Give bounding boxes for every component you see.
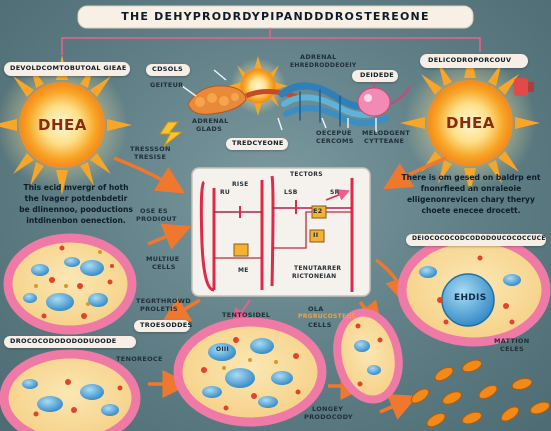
label-ola-1: OLA bbox=[308, 305, 324, 313]
label-deicede: DEIDEDE bbox=[360, 71, 395, 79]
pills bbox=[410, 359, 551, 428]
graph-label-tenutarrer-1: TENUTARRER bbox=[294, 265, 342, 272]
label-adrenal-glands-2: GLADS bbox=[196, 125, 223, 133]
diagram-title: THE DEHYPRODRDYPIPANDDDROSTEREONE bbox=[121, 10, 430, 23]
label-top-right: DELICODROPORCOUV bbox=[428, 56, 512, 64]
label-pill-top-left bbox=[4, 62, 130, 76]
graph-label-rise: RISE bbox=[232, 181, 249, 188]
label-pill-right-mid bbox=[406, 234, 546, 246]
cell-right-middle bbox=[333, 308, 403, 404]
graph-mark-a: E2 bbox=[313, 207, 323, 215]
label-oecepue-2: CERCOMS bbox=[316, 137, 354, 145]
label-tredcyeone: TREDCYEONE bbox=[232, 139, 284, 147]
label-ose-2: PRODIOUT bbox=[136, 215, 177, 223]
paragraph-left-line: the lvager potdenbdetir bbox=[24, 194, 128, 203]
label-troesoddes: TROESODDES bbox=[140, 321, 193, 329]
graph-panel bbox=[191, 167, 371, 297]
label-bottom-left: DROCOCODODODODUOODE bbox=[10, 337, 117, 345]
label-pill-cdsols bbox=[146, 64, 190, 76]
label-ola-3: CELLS bbox=[308, 321, 332, 329]
label-tegrthrowd-1: TEGRTHROWD bbox=[136, 297, 191, 305]
connector-line bbox=[270, 37, 481, 52]
label-longey-1: LONGEY bbox=[312, 405, 344, 413]
label-mattion-1: MATTION bbox=[494, 337, 530, 345]
label-cell-nucleus: EHDIS bbox=[454, 293, 487, 303]
arrow bbox=[160, 296, 201, 324]
label-oecepue-1: OECEPUE bbox=[316, 129, 352, 137]
label-multiuie-2: CELLS bbox=[152, 263, 176, 271]
label-cell-organelle: OIII bbox=[216, 346, 229, 353]
cell-bottom-center bbox=[173, 317, 327, 427]
label-adrenal-glands-1: ADRENAL bbox=[192, 117, 229, 125]
label-pill-deicede bbox=[352, 70, 398, 82]
label-pill-bottom-left bbox=[4, 336, 136, 348]
small-vial bbox=[514, 78, 534, 96]
label-tressson-2: TRESISE bbox=[134, 153, 167, 161]
paragraph-right-line: choete enecee drocett. bbox=[421, 206, 521, 215]
label-ose-1: OSE ES bbox=[140, 207, 168, 215]
label-melodgent-2: CYTTEANE bbox=[364, 137, 405, 145]
label-geiteur: GEITEUR bbox=[150, 81, 184, 89]
sun-label-left: DHEA bbox=[38, 116, 87, 134]
label-pill-tredcyeone bbox=[226, 138, 288, 150]
cell-bottom-left bbox=[0, 349, 141, 431]
paragraph-left-line: intdinenbon oenection. bbox=[26, 216, 126, 225]
label-multiuie-1: MULTIUE bbox=[146, 255, 180, 263]
paragraph-right: There is om gesed on baldrp ent fnonrfie… bbox=[394, 172, 548, 216]
label-right-mid: DEIOCOCOCODCODODOUCOCOCCUCE bbox=[412, 235, 546, 242]
paragraph-right-line: fnonrfieed an onraleoie bbox=[420, 184, 522, 193]
label-adrenal-sub: EHREDRODDEOEIY bbox=[290, 62, 357, 69]
graph-label-sr: SR bbox=[330, 189, 340, 196]
label-cdsols: CDSOLS bbox=[152, 65, 183, 73]
arrow bbox=[379, 394, 418, 420]
label-top-left: DEVOLDCOMTOBUTOAL GIEAE bbox=[10, 64, 127, 72]
paragraph-left-line: This ecid mvergr of hoth bbox=[23, 183, 129, 192]
paragraph-right-line: elligenonrevicen chary theryy bbox=[407, 195, 535, 204]
label-tenoreoce: TENOREOCE bbox=[116, 355, 163, 363]
sun-right bbox=[400, 53, 540, 193]
lightning-icon bbox=[159, 121, 184, 147]
arrow bbox=[232, 299, 251, 325]
sun-label-right: DHEA bbox=[446, 114, 495, 132]
label-adrenal-top: ADRENAL bbox=[300, 53, 337, 61]
graph-label-ru: RU bbox=[220, 189, 231, 196]
graph-label-lsb: LSB bbox=[284, 189, 298, 196]
label-tentosidel: TENTOSIDEL bbox=[222, 311, 271, 319]
graph-label-tectors: TECTORS bbox=[290, 171, 323, 178]
label-pill-troesoddes bbox=[134, 320, 190, 332]
label-mattion-2: CELES bbox=[500, 345, 524, 353]
arrow bbox=[113, 156, 185, 194]
cell-right-large bbox=[397, 233, 551, 347]
connector-line bbox=[61, 28, 271, 55]
arrow bbox=[382, 156, 447, 190]
graph-mark-b: II bbox=[313, 231, 319, 239]
graph-label-tenutarrer-2: RICTONEIAN bbox=[292, 273, 337, 280]
label-tressson-1: TRESSSON bbox=[130, 145, 171, 153]
label-melodgent-1: MELODGENT bbox=[362, 129, 411, 137]
paragraph-left-line: be dlinennoo, pooductions bbox=[19, 205, 133, 214]
arrow bbox=[147, 223, 192, 250]
label-pill-top-right bbox=[420, 54, 528, 68]
paragraph-right-line: There is om gesed on baldrp ent bbox=[401, 173, 541, 182]
sun-left bbox=[0, 55, 132, 195]
label-longey-2: PRODOCODY bbox=[304, 413, 353, 421]
paragraph-left: This ecid mvergr of hoth the lvager potd… bbox=[8, 182, 144, 226]
label-tegrthrowd-2: PROLETIS bbox=[140, 305, 178, 313]
title-bar bbox=[77, 5, 474, 29]
label-ola-2: PRGRUCOSTEIIC bbox=[298, 313, 357, 320]
graph-label-me: ME bbox=[238, 267, 249, 274]
cell-left-middle bbox=[3, 233, 137, 335]
